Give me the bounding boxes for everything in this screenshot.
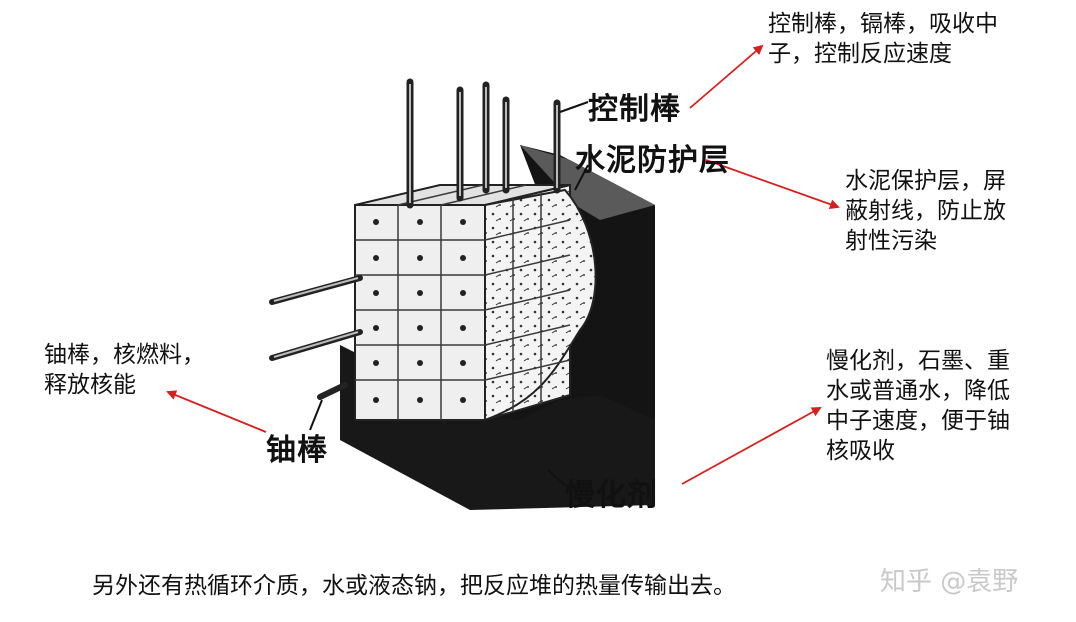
leader-lines xyxy=(309,101,589,486)
lattice-front xyxy=(354,204,486,421)
arrow-uranium-rod xyxy=(166,390,267,433)
lattice-cells xyxy=(373,219,466,403)
annotation-arrows xyxy=(166,44,840,485)
watermark: 知乎 @袁野 xyxy=(880,567,1019,597)
arrow-cement-layer xyxy=(705,159,840,210)
arrow-moderator xyxy=(681,407,822,485)
annotation-uranium-rod: 铀棒，核燃料， 释放核能 xyxy=(44,342,205,398)
annotation-control-rod: 控制棒，镉棒，吸收中 子，控制反应速度 xyxy=(768,11,998,67)
label-control-rod: 控制棒 xyxy=(588,92,681,127)
uranium-rods-highlight xyxy=(273,277,359,358)
annotation-moderator: 慢化剂，石墨、重 水或普通水，降低 中子速度，便于铀 核吸收 xyxy=(826,348,1010,464)
caption: 另外还有热循环介质，水或液态钠，把反应堆的热量传输出去。 xyxy=(92,573,736,599)
annotation-cement-layer: 水泥保护层，屏 蔽射线，防止放 射性污染 xyxy=(845,168,1006,254)
label-cement-layer: 水泥防护层 xyxy=(575,143,730,178)
label-moderator: 慢化剂 xyxy=(565,478,658,513)
arrow-control-rod xyxy=(689,44,764,109)
lattice-grid xyxy=(355,184,571,420)
control-rods-highlight xyxy=(409,84,558,203)
label-uranium-rod: 铀棒 xyxy=(266,433,328,468)
